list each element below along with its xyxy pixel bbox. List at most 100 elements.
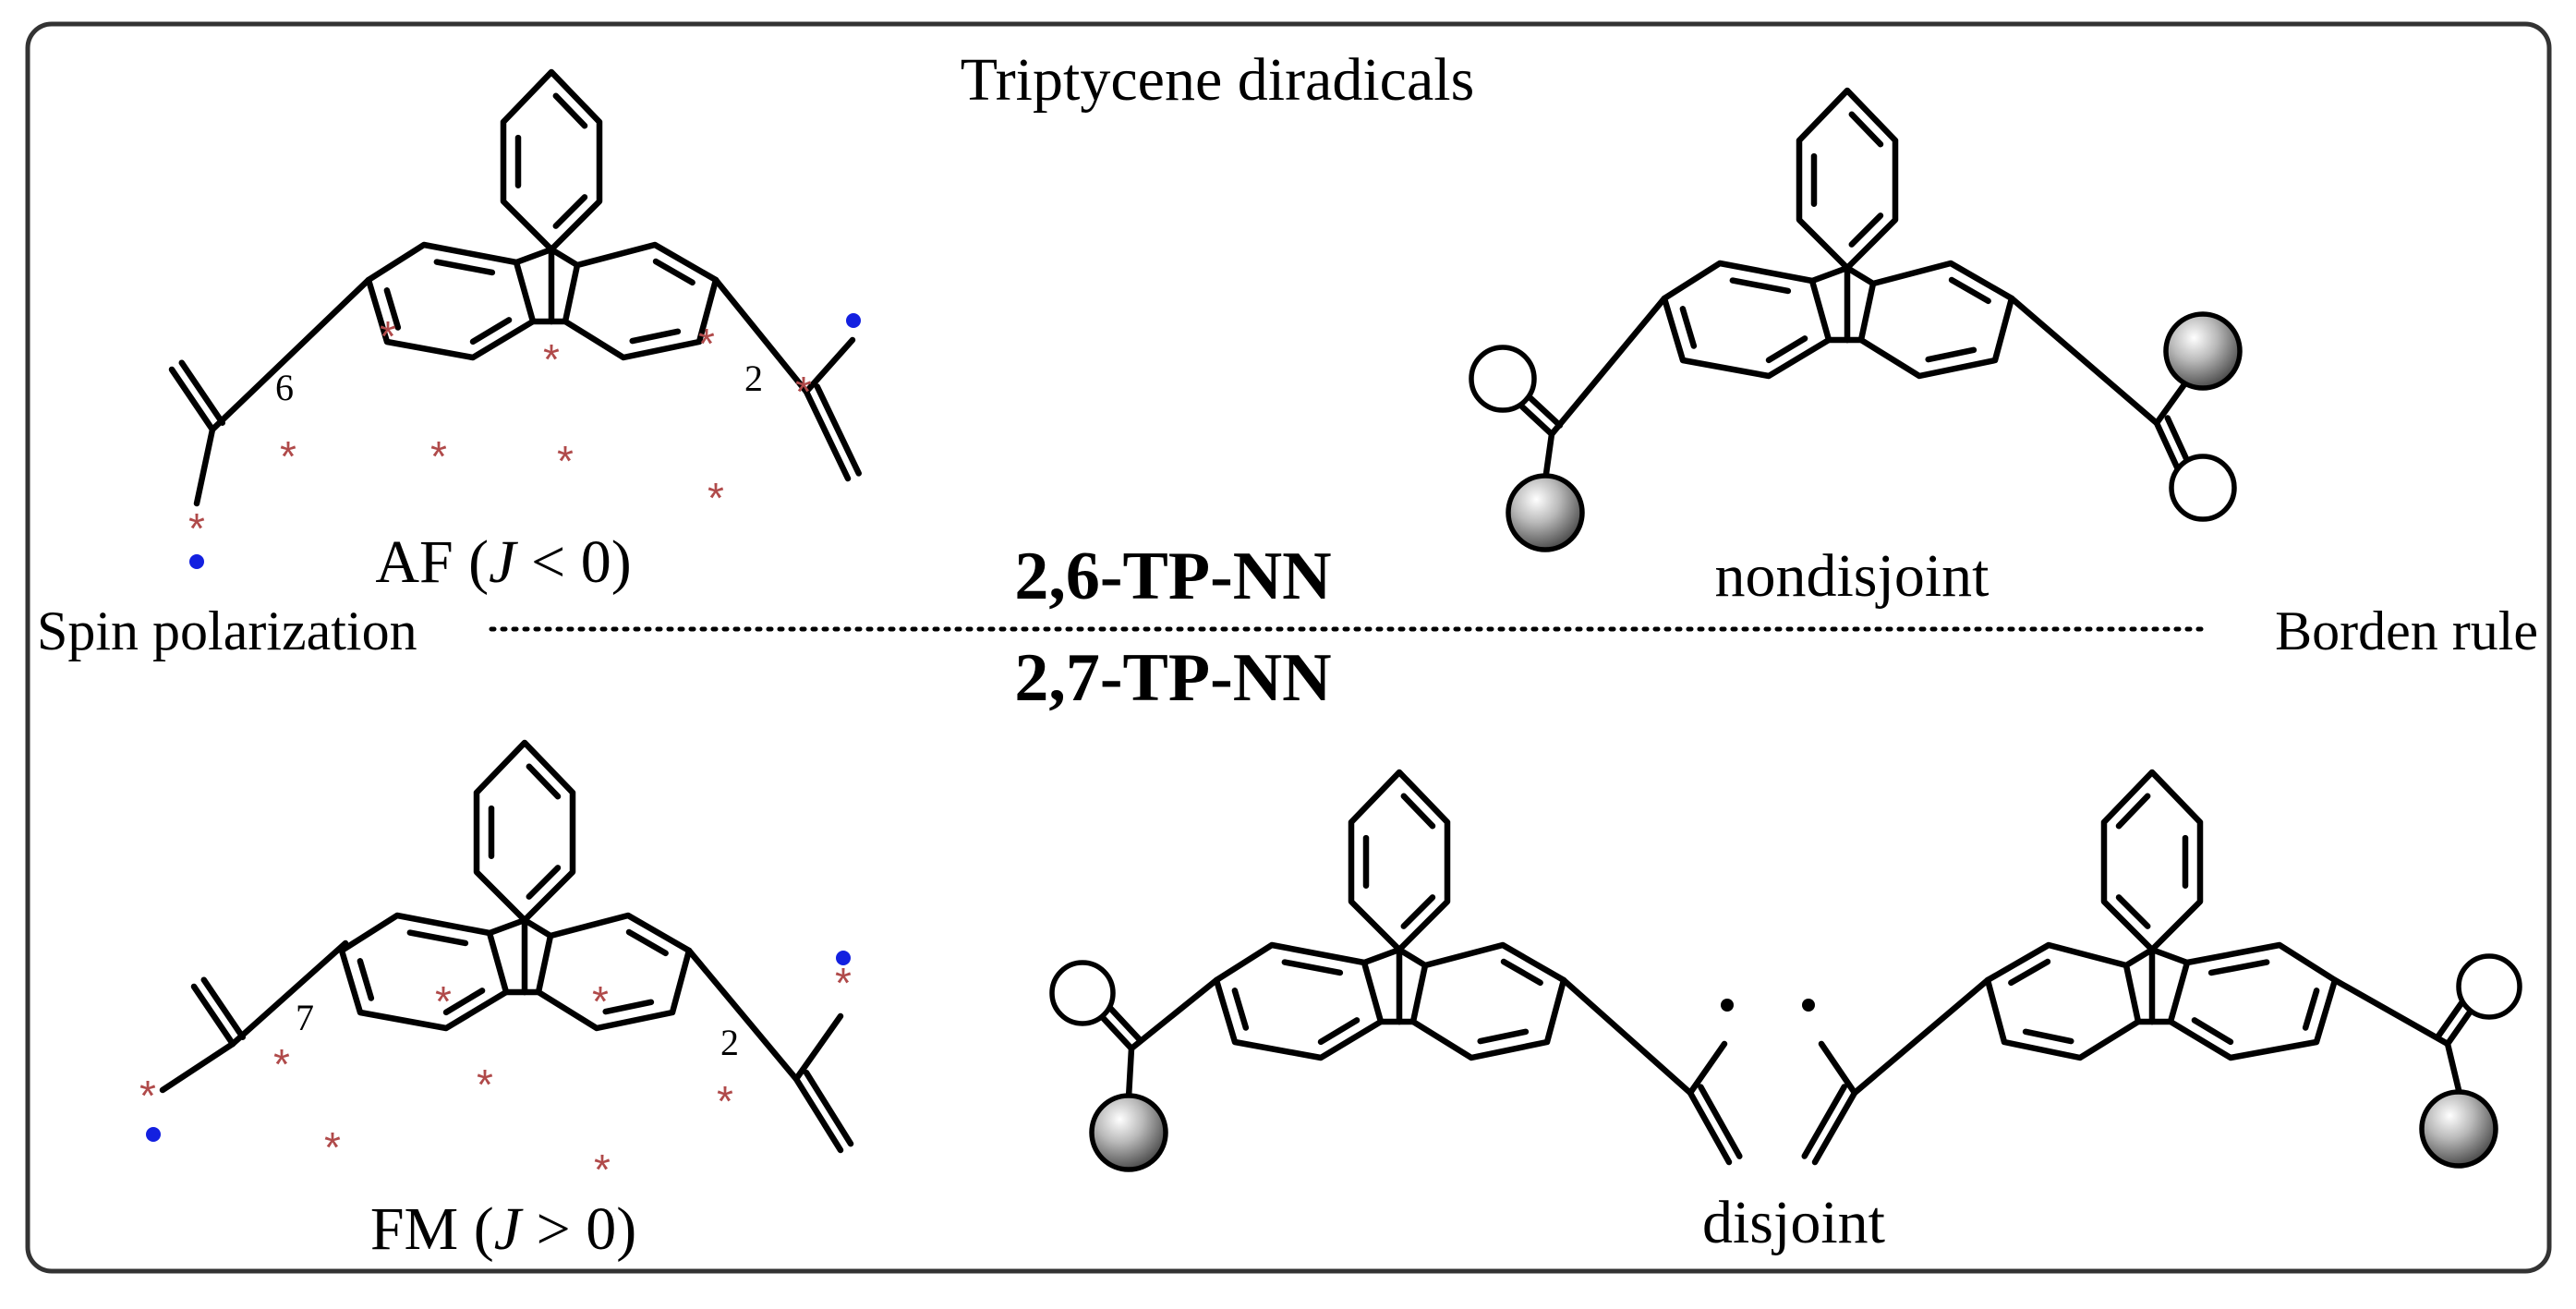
aromatic-inner-bond — [1400, 894, 1436, 929]
aromatic-inner-bond — [526, 763, 562, 800]
aromatic-inner-bond — [2191, 1017, 2234, 1046]
bridge-bond — [2148, 946, 2191, 966]
double-bond-second-line — [814, 383, 862, 477]
aromatic-inner-bond — [1317, 1017, 1361, 1046]
spin-density-star: * — [592, 977, 609, 1025]
spin-density-star: * — [188, 504, 205, 552]
double-bond — [803, 388, 852, 482]
bridge-bond — [2122, 946, 2156, 969]
shaded-lobe — [2419, 1089, 2498, 1169]
bridge-bond — [1844, 264, 1877, 287]
spin-density-star: * — [707, 474, 724, 522]
double-bond-second-line — [1698, 1084, 1743, 1159]
spin-density-star: * — [430, 432, 447, 480]
aromatic-inner-bond — [602, 999, 655, 1015]
substituent-bond — [712, 276, 810, 395]
open-lobe — [1049, 960, 1116, 1026]
shaded-lobe — [1089, 1093, 1168, 1172]
substituent-bond — [1548, 295, 1668, 438]
af-label: AF (J < 0) — [375, 528, 631, 596]
double-bond — [2153, 419, 2182, 473]
spin-density-star: * — [835, 959, 852, 1007]
substituent-bond — [1128, 976, 1220, 1052]
radical-electron-dot — [846, 313, 861, 328]
radical-electron-dot — [189, 554, 204, 569]
spin-density-star: * — [435, 977, 452, 1025]
spin-density-star: * — [698, 320, 715, 368]
molecule-disjoint-right-half — [1801, 769, 2522, 1169]
substituent-bond — [229, 939, 349, 1048]
molecule-nondisjoint — [1469, 87, 2243, 552]
bridge-bond — [521, 916, 554, 939]
substituent-bond — [1542, 430, 1555, 484]
unpaired-electron-dot — [1721, 999, 1734, 1012]
spin-density-star: * — [324, 1123, 341, 1171]
spin-density-star: * — [477, 1061, 493, 1109]
compound-label-top: 2,6-TP-NN — [1014, 539, 1331, 614]
double-bond — [2444, 1003, 2477, 1048]
radical-electron-dot — [836, 951, 851, 965]
spin-density-star: * — [280, 432, 296, 480]
aromatic-inner-bond — [469, 317, 513, 345]
bridge-bond — [513, 246, 555, 266]
spin-density-markers: ****************** — [139, 312, 852, 1194]
molecule-2-7-fm — [159, 739, 854, 1154]
aromatic-inner-bond — [1281, 959, 1344, 976]
aromatic-inner-bond — [433, 259, 496, 276]
aromatic-inner-bond — [2115, 793, 2151, 830]
aromatic-inner-bond — [1948, 276, 1991, 305]
compound-label-bottom: 2,7-TP-NN — [1014, 640, 1331, 716]
position-number-7: 7 — [296, 997, 314, 1038]
aromatic-inner-bond — [2008, 958, 2051, 987]
bridge-bond — [548, 246, 581, 269]
figure-title: Triptycene diradicals — [961, 46, 1475, 114]
aromatic-inner-bond — [1729, 277, 1792, 295]
aromatic-inner-bond — [1679, 306, 1698, 349]
substituent-bond — [2444, 1040, 2462, 1094]
double-bond-second-line — [2435, 997, 2467, 1040]
aromatic-inner-bond — [357, 958, 375, 1001]
double-bond — [168, 366, 216, 433]
aromatic-inner-bond — [526, 865, 562, 900]
figure-frame — [25, 21, 2552, 1274]
radical-electron-dot — [146, 1127, 161, 1142]
position-number-2-bottom: 2 — [720, 1022, 739, 1063]
aromatic-inner-bond — [552, 92, 588, 129]
substituent-bond — [2153, 377, 2191, 427]
aromatic-inner-bond — [1925, 346, 1977, 363]
molecular-structures — [159, 68, 2522, 1172]
aromatic-inner-bond — [1765, 335, 1808, 364]
aromatic-inner-bond — [2302, 988, 2320, 1031]
radical-bond — [792, 1012, 844, 1083]
aromatic-inner-bond — [406, 929, 469, 947]
bridge-bond — [486, 916, 528, 937]
spin-density-star: * — [795, 368, 812, 416]
double-bond — [190, 983, 236, 1048]
double-bond-second-line — [200, 976, 247, 1040]
aromatic-inner-bond — [652, 258, 695, 286]
radical-bond — [803, 336, 856, 395]
aromatic-inner-bond — [1848, 111, 1884, 148]
disjoint-label: disjoint — [1702, 1189, 1885, 1256]
spin-density-star: * — [380, 312, 396, 360]
spin-density-star: * — [139, 1072, 156, 1120]
aromatic-inner-bond — [1500, 958, 1543, 987]
aromatic-inner-bond — [625, 928, 669, 957]
aromatic-inner-bond — [2115, 894, 2151, 929]
position-number-6: 6 — [275, 367, 294, 408]
unpaired-electron-dot — [1802, 999, 1815, 1012]
open-lobe — [2169, 454, 2237, 522]
open-lobe — [2456, 953, 2522, 1020]
spin-density-star: * — [594, 1145, 611, 1194]
aromatic-inner-bond — [383, 287, 402, 331]
position-number-2-top: 2 — [744, 358, 763, 399]
double-bond — [1687, 1089, 1733, 1166]
substituent-bond — [685, 947, 800, 1083]
radical-bond — [1687, 1040, 1728, 1097]
spin-density-star: * — [273, 1040, 290, 1088]
radical-bond — [159, 1040, 236, 1094]
molecule-2-6-af — [168, 68, 862, 507]
aromatic-inner-bond — [629, 328, 682, 345]
spin-density-star: * — [543, 335, 560, 383]
